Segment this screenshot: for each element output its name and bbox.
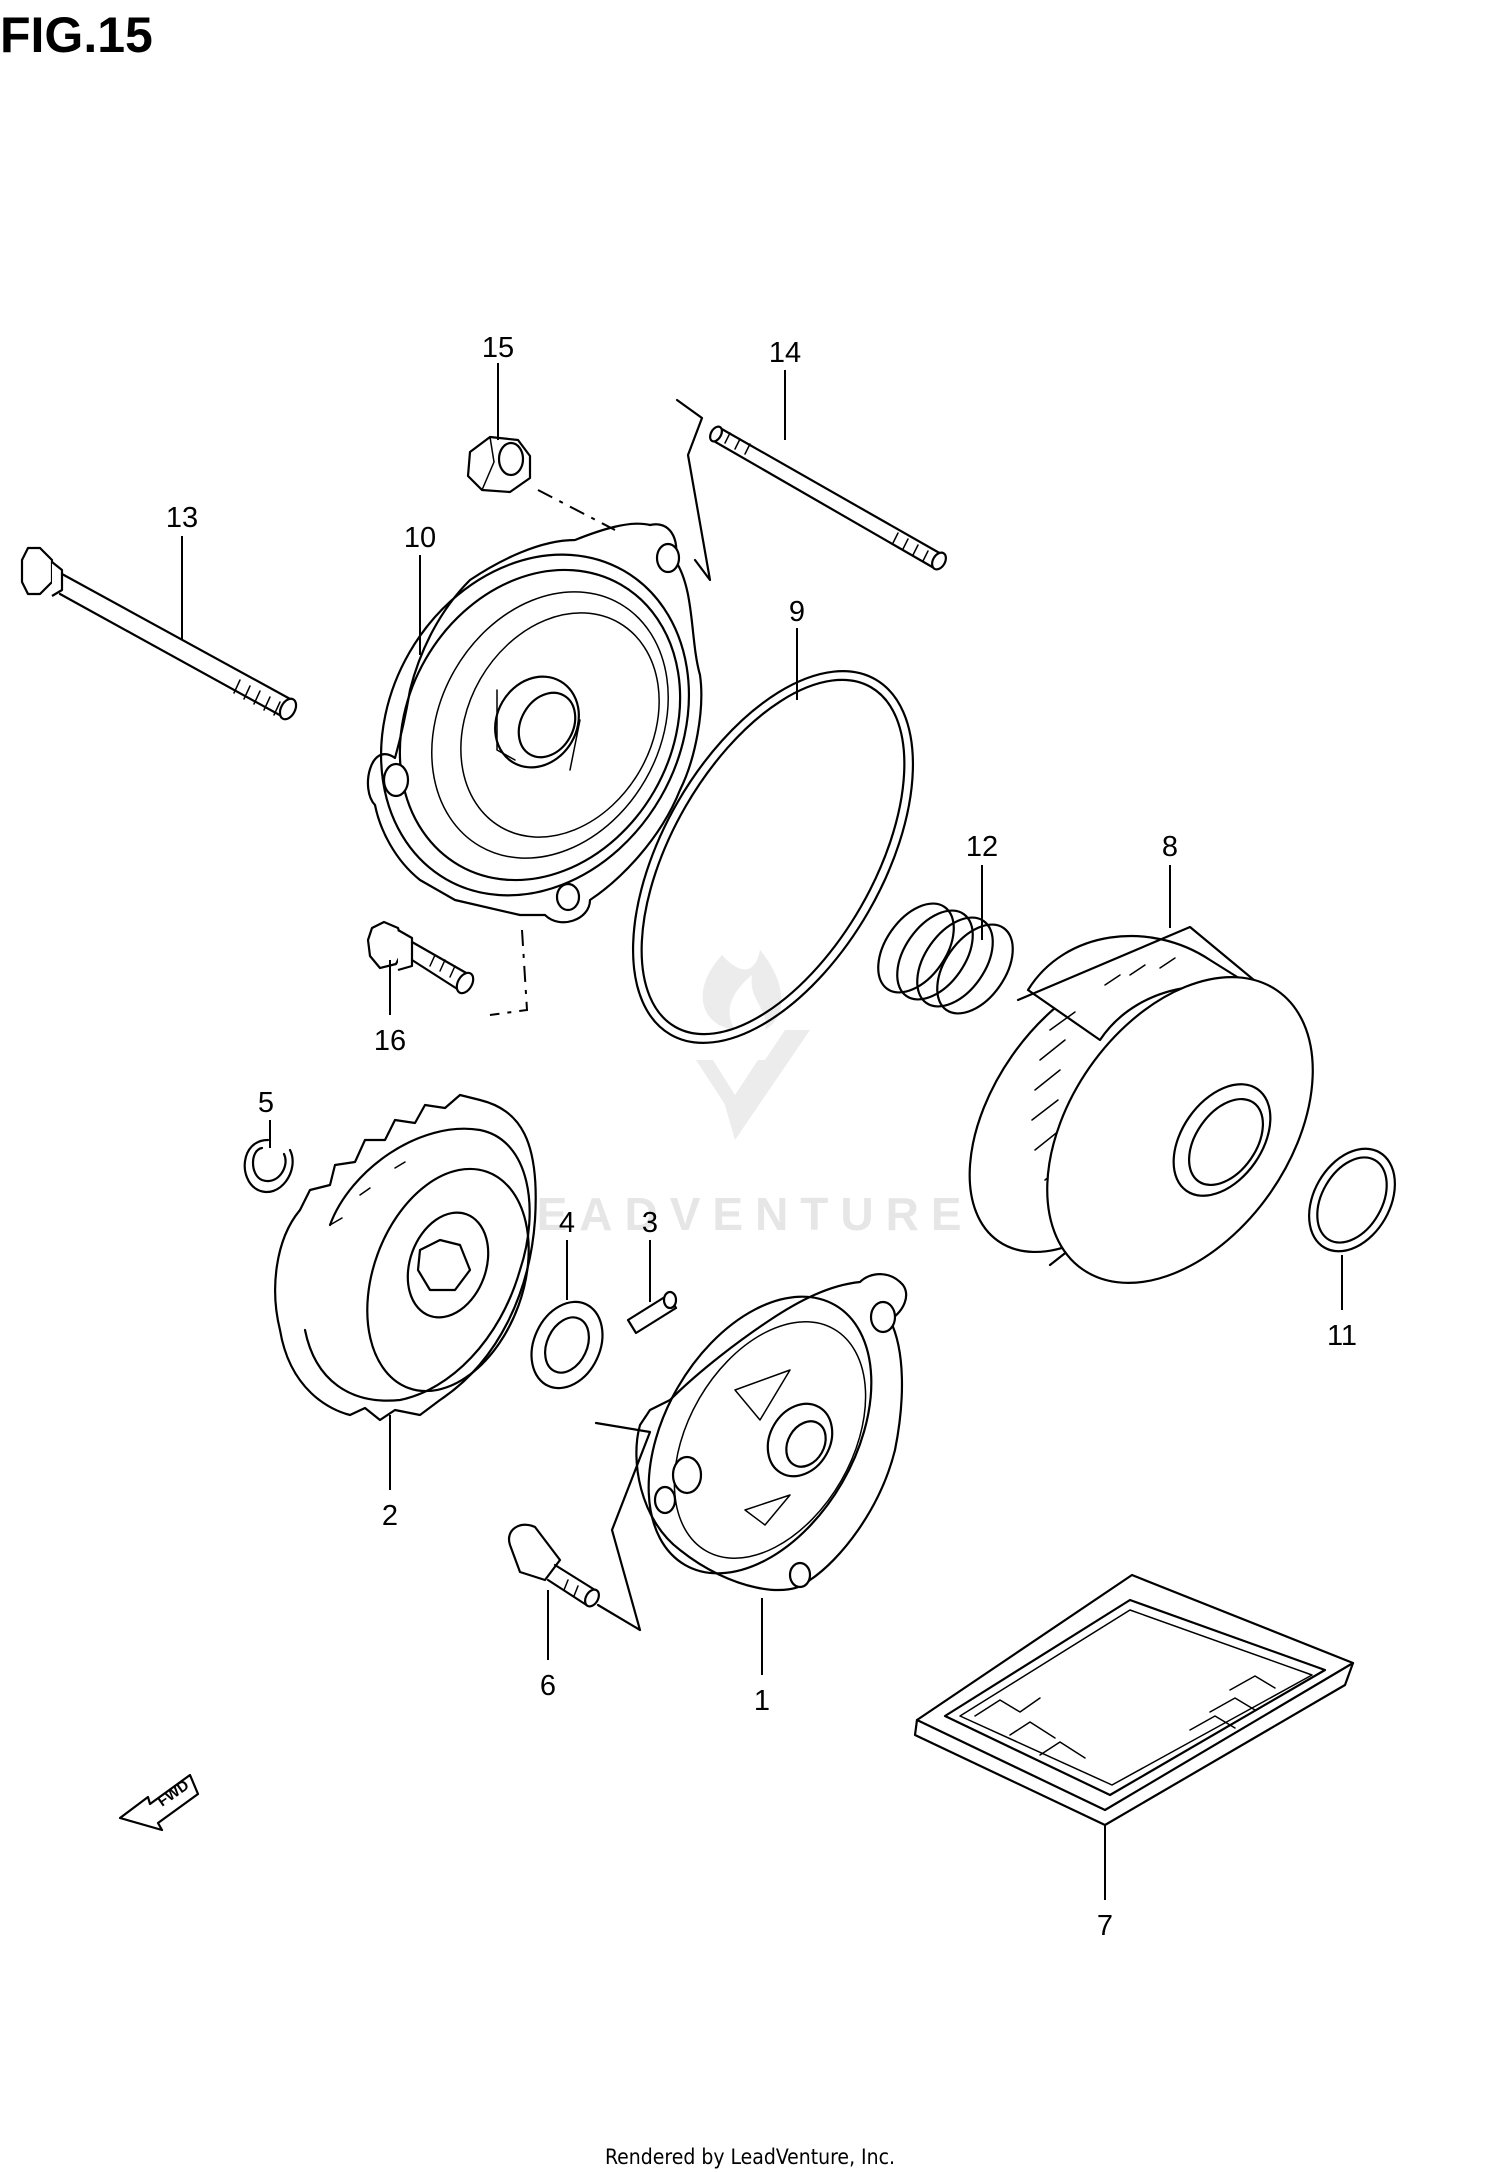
callout-labels: 13 10 15 14 9 12 8 16 5 4 3 2 6 1 11 7 [166,332,1357,1942]
callout-3: 3 [642,1207,658,1239]
callout-13: 13 [166,502,198,534]
figure-title: FIG.15 [0,7,153,63]
part-13-bolt [20,546,298,721]
callout-7: 7 [1097,1910,1113,1942]
callout-14: 14 [769,337,801,369]
callout-16: 16 [374,1025,406,1057]
callout-1: 1 [754,1685,770,1717]
part-15-nut [466,435,532,494]
part-6-screw [507,1523,600,1608]
part-16-flange-bolt [366,920,475,995]
callout-15: 15 [482,332,514,364]
fwd-direction-arrow: FWD [118,1773,200,1832]
part-3-pin [626,1290,678,1335]
watermark-text: LEADVENTURE [496,1188,973,1240]
callout-8: 8 [1162,831,1178,863]
callout-11: 11 [1327,1320,1357,1352]
callout-6: 6 [540,1670,556,1702]
callout-4: 4 [559,1207,575,1239]
part-10-pump-cover [366,522,703,924]
callout-2: 2 [382,1500,398,1532]
callout-9: 9 [789,596,805,628]
leadventure-watermark: LEADVENTURE [496,950,973,1240]
callout-5: 5 [258,1087,274,1119]
part-12-spring [877,902,1014,1015]
callout-12: 12 [966,831,998,863]
part-4-washer [530,1300,604,1390]
part-8-oil-filter [968,925,1314,1284]
leader-lines [181,363,1343,1900]
part-2-gear [274,1093,537,1422]
assembly-lines-lower [594,1421,652,1632]
part-1-pump-body [635,1273,908,1592]
assembly-lines-upper [489,398,712,1016]
part-11-o-ring [1308,1147,1396,1253]
callout-10: 10 [404,522,436,554]
part-9-o-ring [631,670,915,1044]
part-5-circlip [243,1138,294,1193]
part-14-stud [709,425,947,571]
part-7-strainer [913,1573,1355,1827]
rendered-by-footer: Rendered by LeadVenture, Inc. [605,2145,895,2169]
